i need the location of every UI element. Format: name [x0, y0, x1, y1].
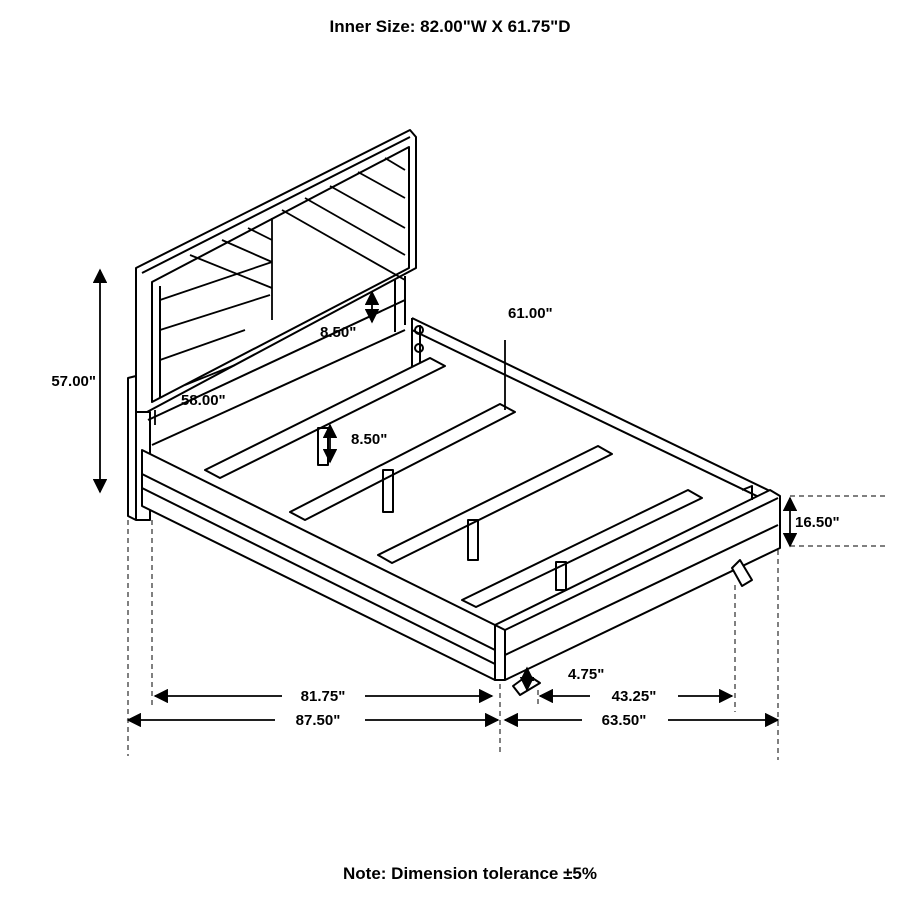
tolerance-note: Note: Dimension tolerance ±5% [343, 864, 597, 883]
dimension-lines [92, 268, 798, 728]
height-57-label: 57.00" [51, 373, 96, 390]
overall-length-label: 87.50" [296, 712, 341, 729]
footboard-height-label: 16.50" [795, 514, 840, 531]
panel-gap-label: 8.50" [320, 324, 356, 341]
overall-width-label: 63.50" [602, 712, 647, 729]
extension-lines [127, 495, 885, 760]
headboard-width-label: 58.00" [181, 392, 226, 409]
headboard [127, 129, 417, 521]
bed-frame [127, 129, 781, 696]
support-height-label: 8.50" [351, 431, 387, 448]
inner-size-title: Inner Size: 82.00"W X 61.75"D [329, 17, 571, 36]
inner-length-label: 81.75" [301, 688, 346, 705]
slats [204, 357, 703, 608]
leg-span-label: 43.25" [612, 688, 657, 705]
foot-clearance-label: 4.75" [568, 666, 604, 683]
rail-length-label: 61.00" [508, 305, 553, 322]
